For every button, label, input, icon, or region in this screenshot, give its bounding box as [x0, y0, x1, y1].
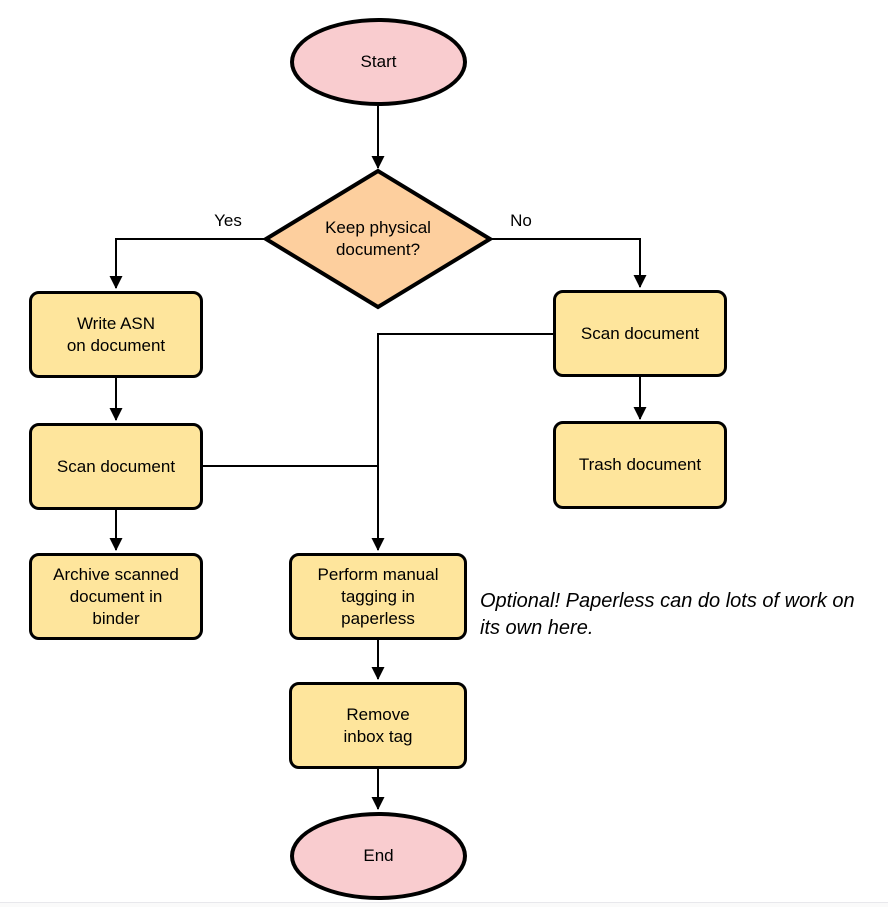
- edge-decision-no-to-scan-right: [490, 238, 647, 288]
- start-node: Start: [290, 18, 467, 106]
- scan-document-left-node: Scan document: [29, 423, 203, 510]
- manual-tagging-node: Perform manual tagging in paperless: [289, 553, 467, 640]
- trash-document-node: Trash document: [553, 421, 727, 509]
- decision-node-label: Keep physical document?: [325, 218, 431, 259]
- remove-inbox-tag-node: Remove inbox tag: [289, 682, 467, 769]
- edge-label-no: No: [510, 211, 532, 230]
- edge-scan-right-to-tagging: [371, 333, 553, 551]
- viewport-bottom-edge: [0, 902, 888, 907]
- write-asn-node: Write ASN on document: [29, 291, 203, 378]
- edge-decision-yes-to-write-asn: [109, 238, 266, 289]
- edge-label-yes: Yes: [214, 211, 242, 230]
- end-node: End: [290, 812, 467, 900]
- archive-node: Archive scanned document in binder: [29, 553, 203, 640]
- decision-diamond-shape: [262, 168, 494, 310]
- annotation-note: Optional! Paperless can do lots of work …: [480, 590, 855, 639]
- scan-document-right-node: Scan document: [553, 290, 727, 377]
